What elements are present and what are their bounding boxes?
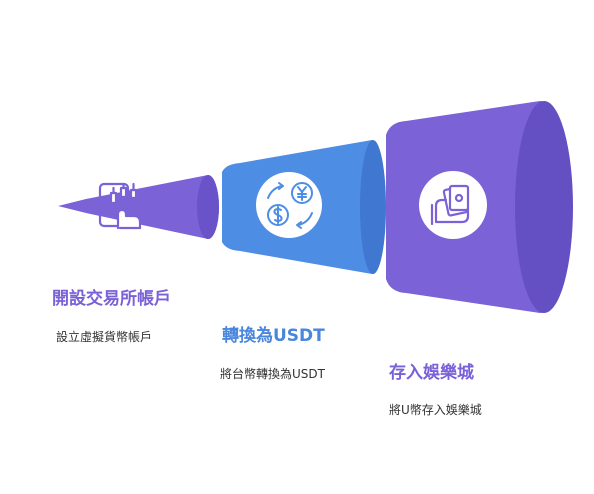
- cash-in-hand-icon: [419, 171, 487, 239]
- stage-3-title: 存入娛樂城: [389, 363, 474, 383]
- stage-2-title: 轉換為USDT: [222, 326, 325, 346]
- candlestick-phone-icon: [98, 182, 142, 230]
- currency-exchange-icon: [256, 172, 322, 238]
- stage-1-title: 開設交易所帳戶: [52, 289, 171, 309]
- funnel-tip: [58, 199, 86, 213]
- stage-1-description: 設立虛擬貨幣帳戶: [56, 330, 153, 344]
- stage-2-description: 將台幣轉換為USDT: [220, 367, 325, 381]
- funnel-segment-1: [86, 175, 219, 239]
- stage-3-description: 將U幣存入娛樂城: [389, 403, 482, 417]
